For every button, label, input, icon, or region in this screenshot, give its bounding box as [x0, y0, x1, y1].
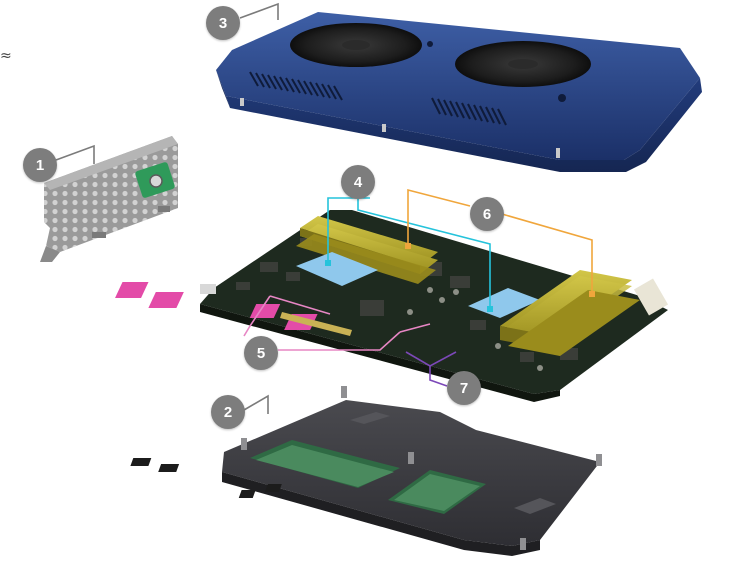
thermal-pad-1 — [296, 252, 378, 286]
callout-badge-2: 2 — [211, 395, 245, 429]
fan-shroud — [216, 12, 702, 172]
board-port — [200, 284, 216, 294]
dimm-module-left — [296, 216, 438, 284]
io-bracket — [40, 136, 178, 262]
callout-badge-1: 1 — [23, 148, 57, 182]
callout-badge-3: 3 — [206, 6, 240, 40]
power-connector — [633, 278, 669, 316]
callout-line-5 — [243, 295, 431, 351]
callout-line-2 — [243, 394, 269, 414]
callout-badge-7: 7 — [447, 371, 481, 405]
callout-line-7 — [405, 351, 457, 387]
dimm-module-right — [500, 270, 640, 356]
callout-line-1 — [55, 144, 95, 164]
edge-glyph: ≈ — [0, 48, 12, 64]
pcie-chip-2 — [148, 292, 184, 308]
callout-line-3 — [239, 2, 279, 20]
pcie-edge-connector — [280, 312, 352, 336]
pcie-chip-1 — [115, 282, 149, 298]
thermal-pad-2 — [468, 288, 540, 318]
highlight-markers — [325, 243, 595, 312]
callout-badge-4: 4 — [341, 165, 375, 199]
callout-line-6 — [407, 188, 593, 294]
callout-badge-5: 5 — [244, 336, 278, 370]
callout-badge-6: 6 — [470, 197, 504, 231]
cold-plate — [130, 386, 602, 556]
